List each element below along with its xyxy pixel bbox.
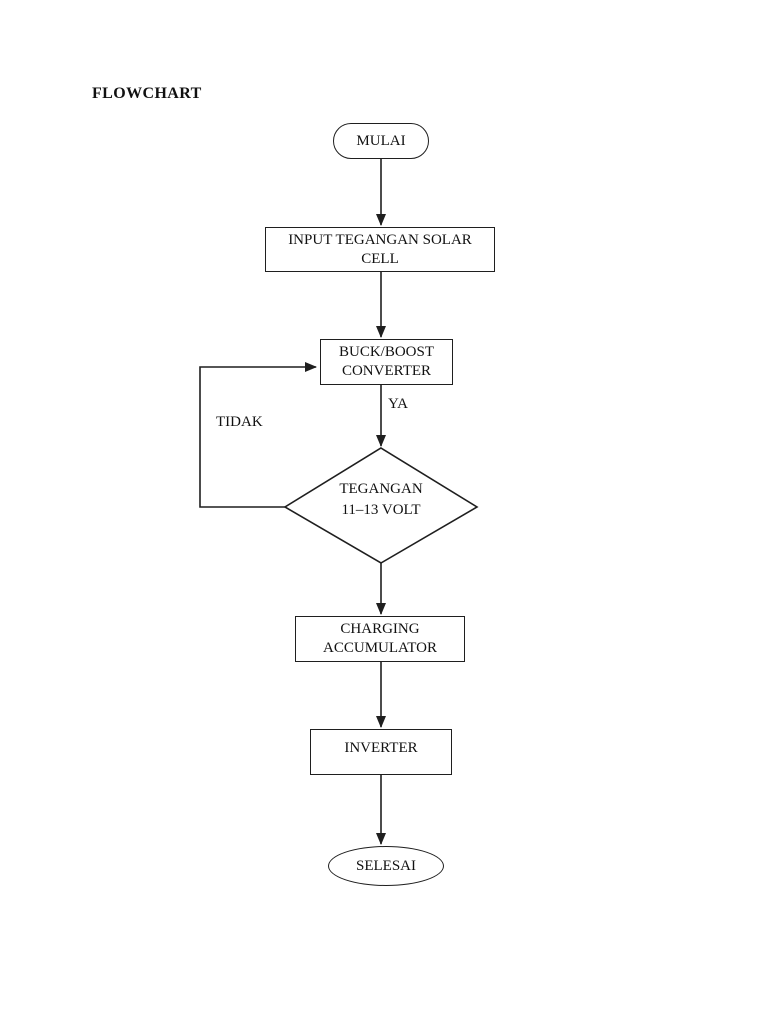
decision-label-line-2: 11–13 VOLT [341,502,421,518]
converter-node-label: BUCK/BOOST CONVERTER [338,344,435,379]
flowchart-node-charging-accumulator: CHARGING ACCUMULATOR [295,616,465,662]
edge-label-ya: YA [388,396,409,412]
flowchart-node-buck-boost-converter: BUCK/BOOST CONVERTER [320,339,453,385]
flowchart-node-input-tegangan: INPUT TEGANGAN SOLAR CELL [265,227,495,272]
flowchart-node-end: SELESAI [328,846,444,886]
input-node-label: INPUT TEGANGAN SOLAR CELL [288,231,472,267]
start-node-label: MULAI [356,132,406,149]
decision-diamond-shape [283,447,479,564]
decision-label-line-1: TEGANGAN [339,481,423,497]
edge-label-tidak: TIDAK [216,414,263,430]
charging-node-label: CHARGING ACCUMULATOR [323,621,437,656]
end-node-label: SELESAI [356,857,416,874]
edge-decision-no-feedback-loop [199,362,317,508]
flowchart-node-decision-tegangan: TEGANGAN 11–13 VOLT [285,479,477,521]
flowchart-node-start: MULAI [333,123,429,159]
page-title: FLOWCHART [92,85,202,102]
flowchart-node-inverter: INVERTER [310,729,452,775]
inverter-node-label: INVERTER [344,739,418,756]
